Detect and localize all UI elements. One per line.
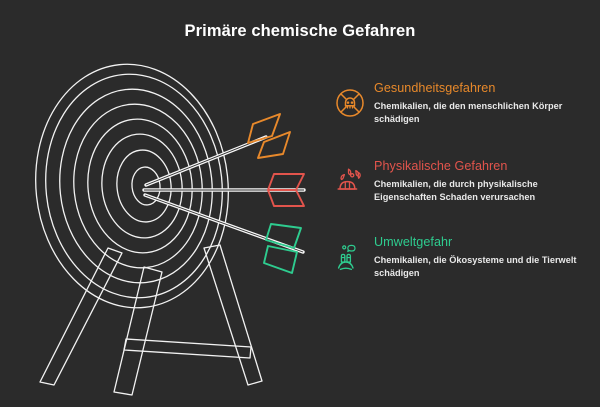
hazard-heading-physical: Physikalische Gefahren	[374, 159, 508, 173]
page-title: Primäre chemische Gefahren	[184, 22, 416, 40]
hazard-item-environment[interactable]: Umweltgefahr Chemikalien, die Ökosysteme…	[330, 234, 592, 280]
arrow-physical	[142, 173, 306, 207]
arrow-environment	[143, 193, 305, 274]
easel-stand	[39, 244, 263, 396]
arrow-health	[144, 113, 291, 187]
target-svg	[35, 63, 306, 396]
hard-hat-explosion-icon	[330, 160, 370, 202]
hazard-text-health: Gesundheitsgefahren Chemikalien, die den…	[374, 80, 592, 125]
hazard-description-environment: Chemikalien, die Ökosysteme und die Tier…	[374, 255, 577, 278]
hazard-text-physical: Physikalische Gefahren Chemikalien, die …	[374, 158, 592, 203]
target-rings	[35, 63, 229, 309]
hazard-item-physical[interactable]: Physikalische Gefahren Chemikalien, die …	[330, 158, 592, 204]
skull-in-circle-icon	[330, 82, 370, 124]
archery-target-illustration	[22, 52, 332, 402]
hazard-description-physical: Chemikalien, die durch physikalische Eig…	[374, 179, 538, 202]
hazard-item-health[interactable]: Gesundheitsgefahren Chemikalien, die den…	[330, 80, 592, 126]
hazard-text-environment: Umweltgefahr Chemikalien, die Ökosysteme…	[374, 234, 592, 279]
hazard-heading-health: Gesundheitsgefahren	[374, 81, 496, 95]
hazard-description-health: Chemikalien, die den menschlichen Körper…	[374, 101, 563, 124]
hazard-heading-environment: Umweltgefahr	[374, 235, 453, 249]
dead-fish-tree-icon	[330, 236, 370, 278]
hazard-list: Gesundheitsgefahren Chemikalien, die den…	[330, 80, 592, 280]
